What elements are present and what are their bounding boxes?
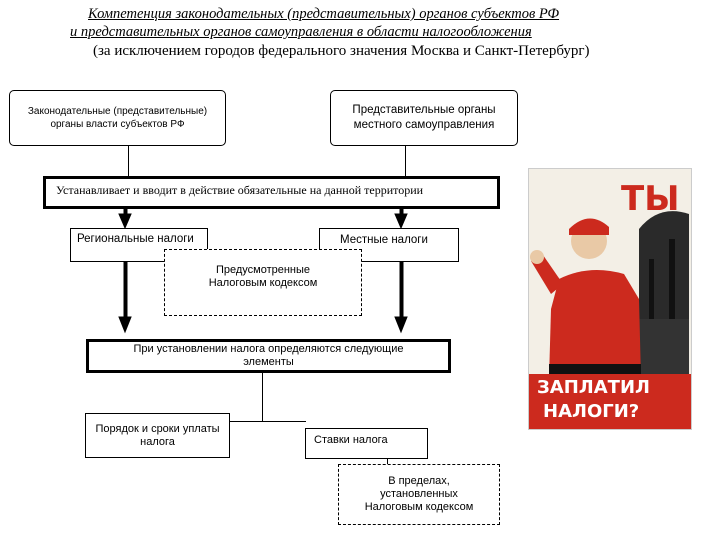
arrow-shaft <box>123 208 128 215</box>
poster-word-bottom-1: ЗАПЛАТИЛ <box>537 377 650 398</box>
tax-poster-image: ТЫ ЗАПЛАТИЛ НАЛОГИ? <box>528 168 692 430</box>
poster-word-top: ТЫ <box>621 179 680 219</box>
arrow-head <box>394 316 408 334</box>
poster-word-bottom-2: НАЛОГИ? <box>543 401 640 422</box>
payment-order-box: Порядок и сроки уплаты налога <box>85 413 230 458</box>
tax-rates-box: Ставки налога <box>305 428 428 459</box>
title-line-1: Компетенция законодательных (представите… <box>88 6 560 22</box>
arrow-shaft <box>399 208 404 215</box>
local-bodies-box: Представительные органы местного самоупр… <box>330 90 518 146</box>
legislative-bodies-box: Законодательные (представительные) орган… <box>9 90 226 146</box>
arrow-head <box>118 213 132 230</box>
connector <box>262 373 263 421</box>
establishes-box: Устанавливает и вводит в действие обязат… <box>43 176 500 209</box>
poster-illustration <box>529 169 691 429</box>
arrow-shaft <box>123 261 128 318</box>
connector <box>230 421 306 422</box>
tax-code-provided-box: Предусмотренные Налоговым кодексом <box>164 249 362 316</box>
arrow-head <box>118 316 132 334</box>
connector <box>128 146 129 176</box>
connector <box>405 146 406 176</box>
within-limits-box: В пределах, установленных Налоговым коде… <box>338 464 500 525</box>
elements-box: При установлении налога определяются сле… <box>86 339 451 373</box>
arrow-shaft <box>399 261 404 318</box>
arrow-head <box>394 213 408 230</box>
connector <box>387 459 388 464</box>
title-line-3: (за исключением городов федерального зна… <box>93 43 590 59</box>
title-line-2: и представительных органов самоуправлени… <box>70 24 532 40</box>
